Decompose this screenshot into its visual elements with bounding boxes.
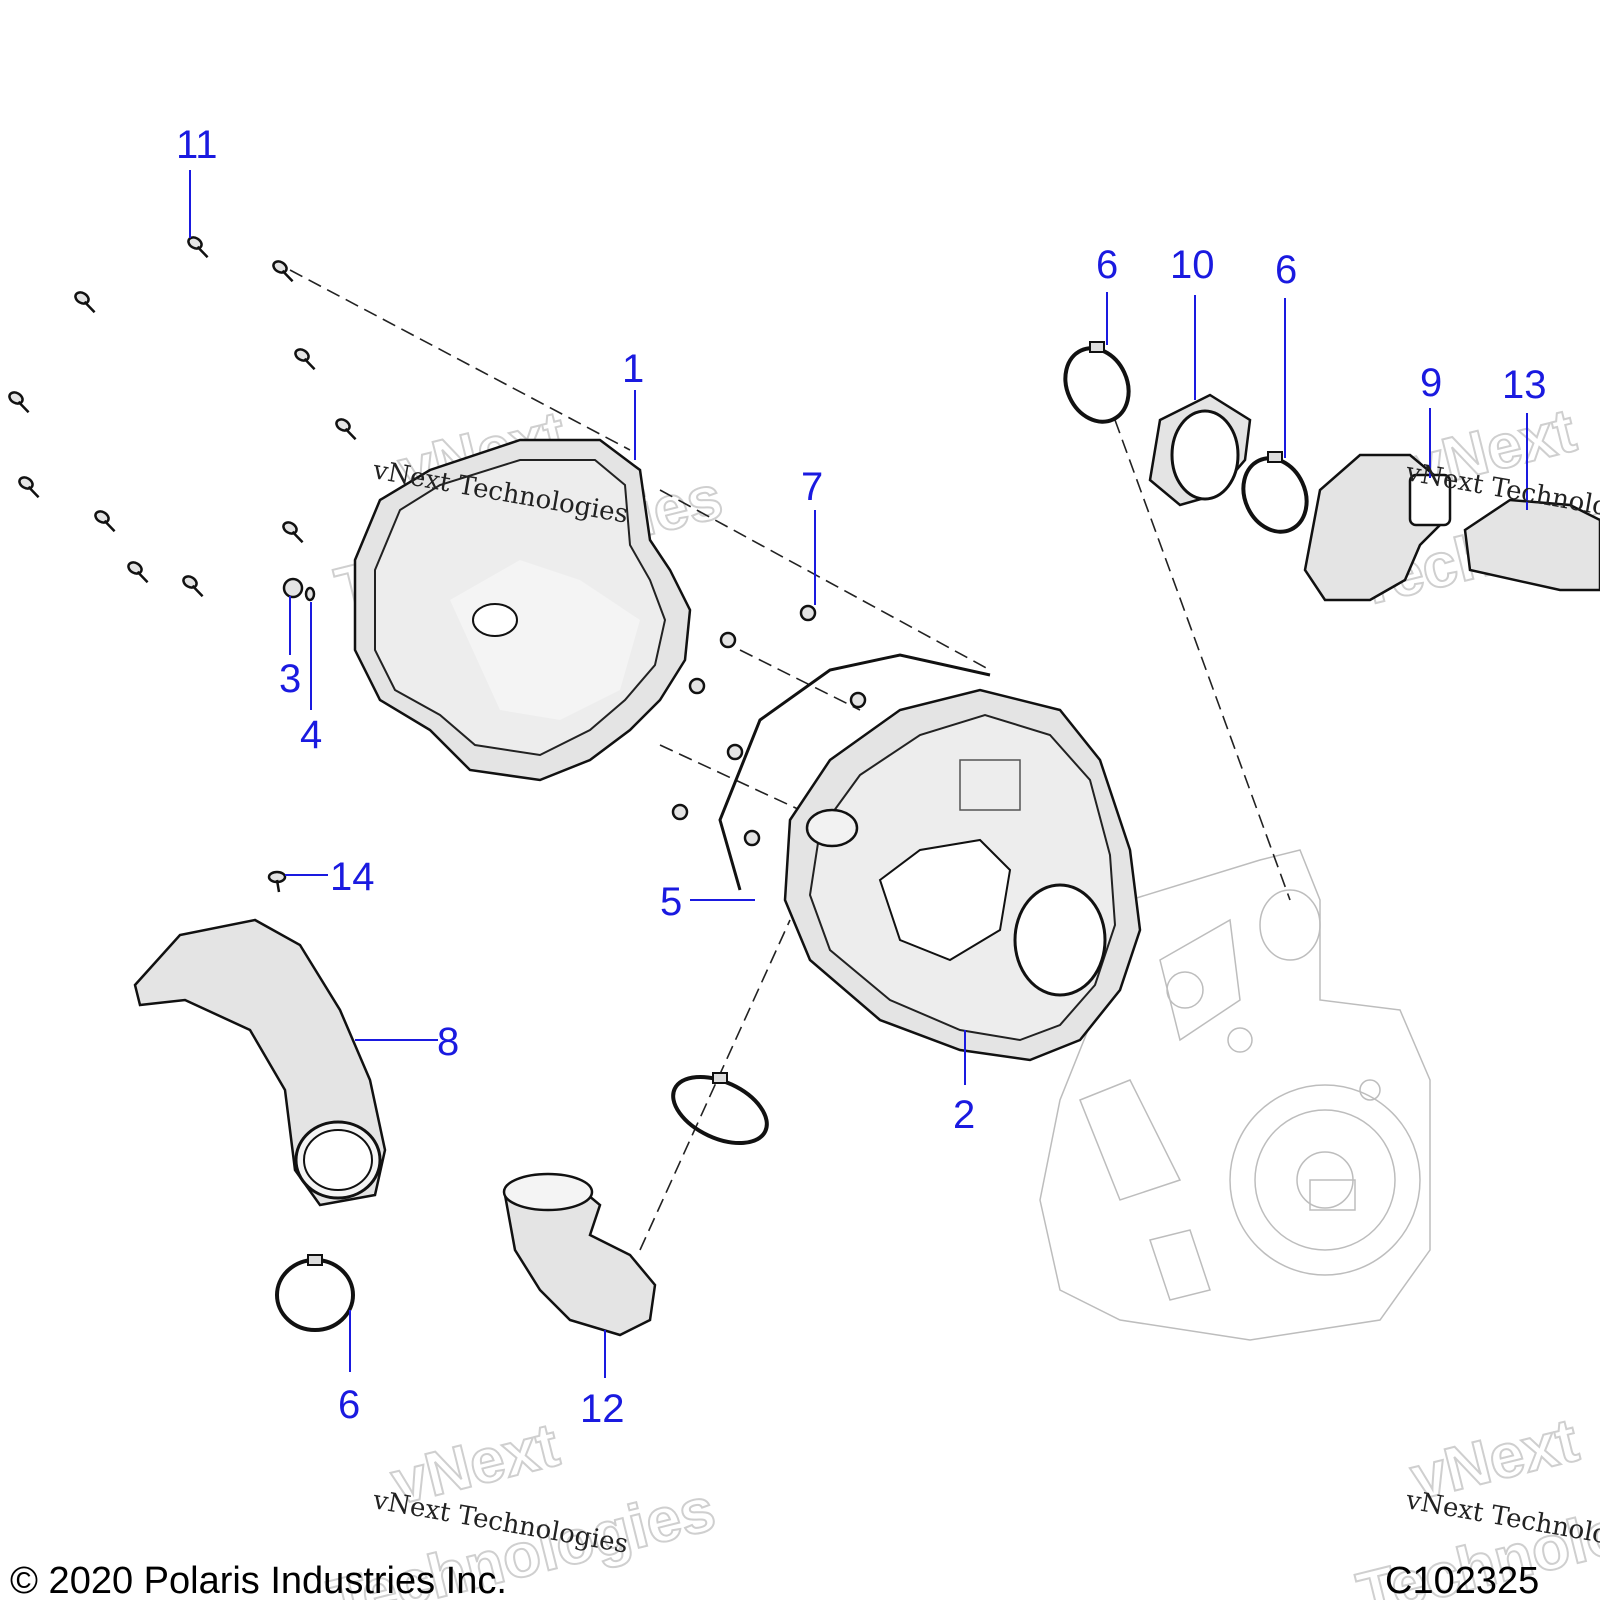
screw <box>182 575 204 598</box>
copyright-notice: © 2020 Polaris Industries Inc. <box>10 1560 507 1600</box>
duct-screw <box>267 870 287 893</box>
screw <box>272 260 294 283</box>
o-ring-small <box>304 586 316 602</box>
outlet-elbow <box>502 1172 657 1337</box>
callout-6-top-right: 6 <box>1275 248 1297 292</box>
callout-6-bottom: 6 <box>338 1383 360 1427</box>
callout-9: 9 <box>1420 361 1442 405</box>
callout-labels: 11 1 7 3 4 14 5 8 2 6 12 6 10 6 9 13 <box>176 123 1547 1431</box>
callout-3: 3 <box>279 657 301 701</box>
callout-4: 4 <box>300 713 322 757</box>
hose-clamp-top-right <box>1241 451 1309 534</box>
assembly-lines <box>289 269 1291 1251</box>
callout-1: 1 <box>622 347 644 391</box>
callout-12: 12 <box>580 1387 625 1431</box>
transmission-ghost <box>1039 849 1431 1341</box>
cover-seal <box>718 653 991 891</box>
screw <box>18 476 40 499</box>
clutch-cover-inner <box>783 688 1142 1062</box>
drain-plug <box>282 577 304 599</box>
hose-clamp-top-left <box>1063 341 1131 424</box>
screw <box>335 418 357 441</box>
callout-7: 7 <box>801 465 823 509</box>
screw <box>187 236 209 259</box>
leader-lines <box>189 170 1528 1378</box>
screw <box>8 391 30 414</box>
callout-10: 10 <box>1170 243 1215 287</box>
intake-duct <box>133 918 387 1207</box>
duct-adapter <box>1148 393 1252 507</box>
callout-5: 5 <box>660 880 682 924</box>
nut-group <box>671 604 867 847</box>
callout-2: 2 <box>953 1093 975 1137</box>
clutch-cover-outer <box>353 438 692 782</box>
callout-13: 13 <box>1502 363 1547 407</box>
callout-14: 14 <box>330 855 375 899</box>
diagram-id: C102325 <box>1385 1560 1539 1600</box>
hose-clamp-bottom <box>275 1254 355 1332</box>
screw <box>282 521 304 544</box>
intake-duct-end <box>1463 498 1600 592</box>
screw-group <box>8 236 357 598</box>
screw <box>74 291 96 314</box>
screw <box>294 348 316 371</box>
callout-11: 11 <box>176 123 218 167</box>
hose-clamp-middle <box>671 1072 769 1146</box>
screw <box>94 510 116 533</box>
callout-8: 8 <box>437 1020 459 1064</box>
callout-6-top-left: 6 <box>1096 243 1118 287</box>
screw <box>127 561 149 584</box>
